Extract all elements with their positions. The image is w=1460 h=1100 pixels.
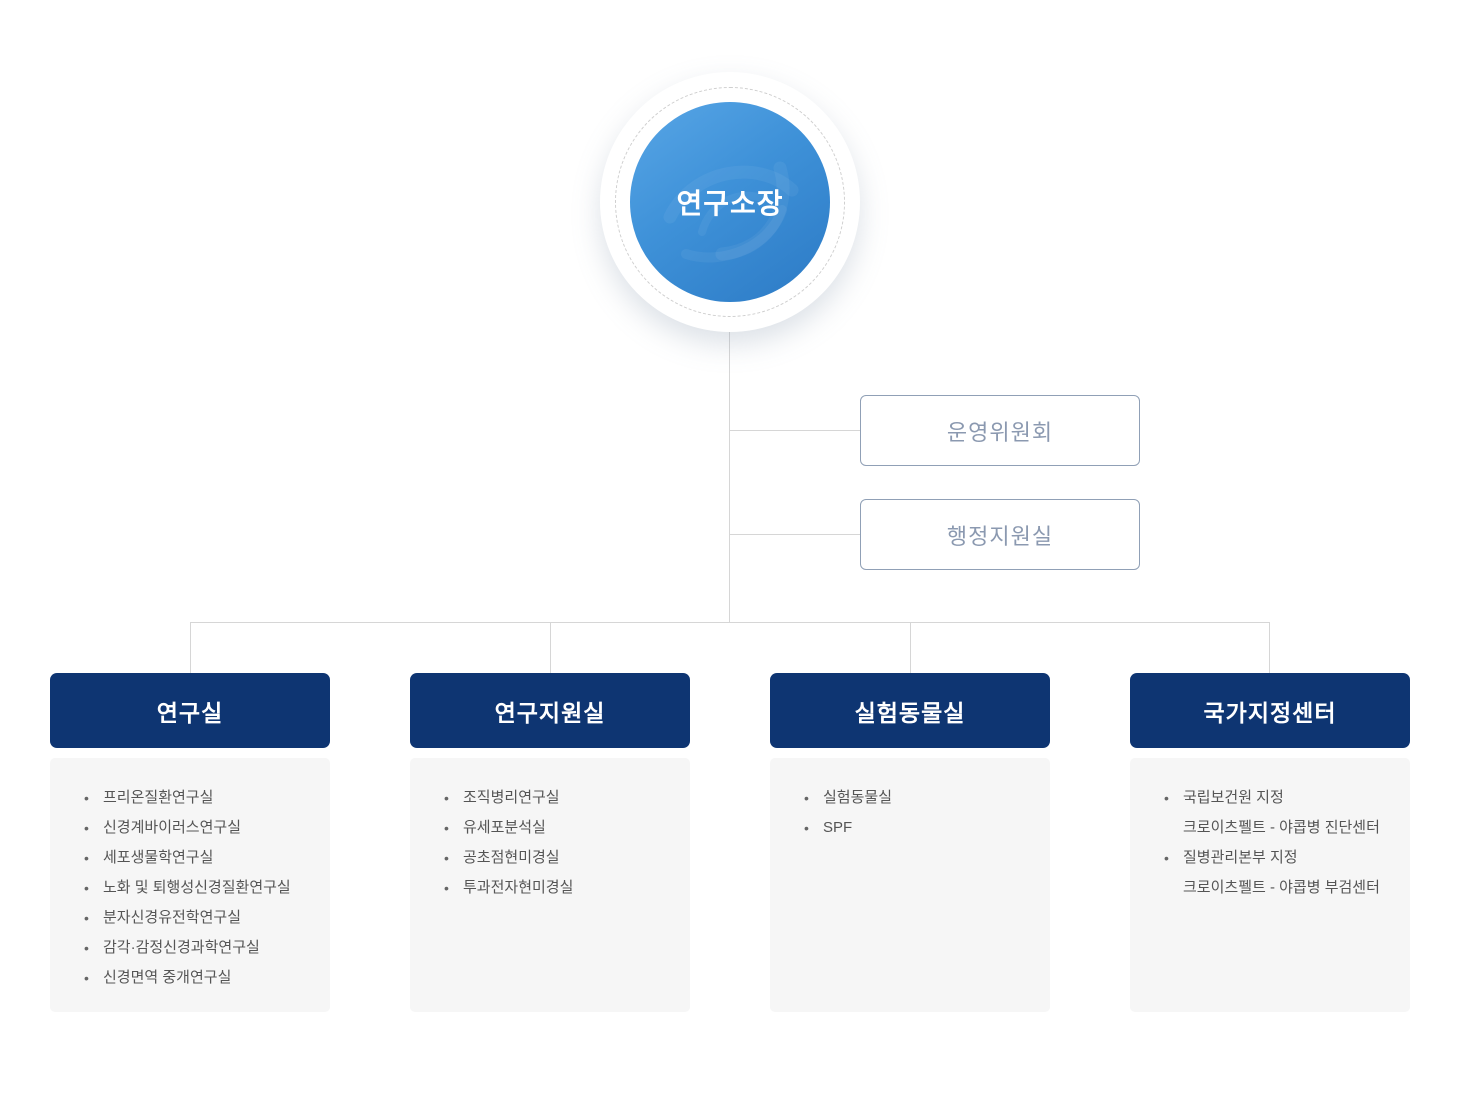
column-list: • 프리온질환연구실 • 신경계바이러스연구실 • 세포생물학연구실 • 노화 및 퇴행성신경…: [50, 758, 330, 993]
connector-line-drop-col4: [1269, 622, 1270, 673]
list-item: • 세포생물학연구실: [84, 843, 314, 873]
list-item-label: 투과전자현미경실: [463, 879, 574, 896]
bullet-icon: •: [444, 850, 449, 866]
list-item: • SPF: [804, 813, 1034, 843]
list-item-label: 노화 및 퇴행성신경질환연구실: [103, 879, 291, 896]
list-item-subline: 크로이츠펠트 - 야콥병 부검센터: [1183, 879, 1380, 896]
list-item-label: 세포생물학연구실: [103, 849, 214, 866]
connector-line-branch-committee: [729, 430, 860, 431]
list-item-label: 질병관리본부 지정: [1183, 849, 1298, 866]
list-item-label: SPF: [823, 819, 853, 836]
connector-line-vertical-main: [729, 331, 730, 622]
column-panel: • 실험동물실 • SPF: [770, 758, 1050, 1012]
bullet-icon: •: [444, 820, 449, 836]
column-header: 국가지정센터: [1130, 673, 1410, 748]
connector-line-drop-col1: [190, 622, 191, 673]
bullet-icon: •: [84, 940, 89, 956]
bullet-icon: •: [84, 970, 89, 986]
list-item: • 조직병리연구실: [444, 783, 674, 813]
committee-box-label: 행정지원실: [946, 523, 1054, 549]
list-item-label: 신경계바이러스연구실: [103, 819, 242, 836]
column-header: 연구지원실: [410, 673, 690, 748]
committee-box-admin-support: 행정지원실: [860, 499, 1140, 570]
list-item: • 신경계바이러스연구실: [84, 813, 314, 843]
director-node: 연구소장: [600, 72, 860, 332]
connector-line-drop-col2: [550, 622, 551, 673]
list-item: • 노화 및 퇴행성신경질환연구실: [84, 873, 314, 903]
list-item-label: 유세포분석실: [463, 819, 546, 836]
dashed-ring: [615, 87, 845, 317]
director-circle: 연구소장: [630, 102, 830, 302]
column-panel: • 조직병리연구실 • 유세포분석실 • 공초점현미경실 • 투과전자현미경실: [410, 758, 690, 1012]
column-header: 실험동물실: [770, 673, 1050, 748]
list-item-label: 프리온질환연구실: [103, 789, 214, 806]
list-item-subline: 크로이츠펠트 - 야콥병 진단센터: [1183, 819, 1380, 836]
list-item: • 투과전자현미경실: [444, 873, 674, 903]
list-item-label: 공초점현미경실: [463, 849, 560, 866]
list-item-label: 분자신경유전학연구실: [103, 909, 242, 926]
bullet-icon: •: [84, 880, 89, 896]
bullet-icon: •: [444, 790, 449, 806]
column-panel: • 프리온질환연구실 • 신경계바이러스연구실 • 세포생물학연구실 • 노화 및 퇴행성신경…: [50, 758, 330, 1012]
list-item-label: 국립보건원 지정: [1183, 789, 1284, 806]
list-item: • 프리온질환연구실: [84, 783, 314, 813]
column-list: • 실험동물실 • SPF: [770, 758, 1050, 843]
list-item: • 신경면역 중개연구실: [84, 963, 314, 993]
org-column-lab-animals: 실험동물실 • 실험동물실 • SPF: [770, 673, 1050, 1012]
column-header: 연구실: [50, 673, 330, 748]
list-item-label: 감각·감정신경과학연구실: [103, 939, 260, 956]
bullet-icon: •: [804, 820, 809, 836]
list-item: • 공초점현미경실: [444, 843, 674, 873]
connector-line-drop-col3: [910, 622, 911, 673]
bullet-icon: •: [804, 790, 809, 806]
swirl-watermark-icon: [663, 161, 799, 263]
connector-line-branch-admin: [729, 534, 860, 535]
bullet-icon: •: [84, 820, 89, 836]
bullet-icon: •: [1164, 850, 1169, 866]
org-column-research-support: 연구지원실 • 조직병리연구실 • 유세포분석실 • 공초점현미경실 • 투과전자현미경실: [410, 673, 690, 1012]
bullet-icon: •: [84, 910, 89, 926]
column-list: • 조직병리연구실 • 유세포분석실 • 공초점현미경실 • 투과전자현미경실: [410, 758, 690, 903]
org-column-research-labs: 연구실 • 프리온질환연구실 • 신경계바이러스연구실 • 세포생물학연구실 • 노화 및 퇴…: [50, 673, 330, 1012]
bullet-icon: •: [444, 880, 449, 896]
committee-box-operating: 운영위원회: [860, 395, 1140, 466]
list-item-label: 조직병리연구실: [463, 789, 560, 806]
committee-box-label: 운영위원회: [946, 419, 1054, 445]
list-item-label: 신경면역 중개연구실: [103, 969, 232, 986]
list-item: • 감각·감정신경과학연구실: [84, 933, 314, 963]
bullet-icon: •: [1164, 790, 1169, 806]
list-item: • 실험동물실: [804, 783, 1034, 813]
director-label: 연구소장: [676, 188, 784, 219]
list-item: • 분자신경유전학연구실: [84, 903, 314, 933]
connector-line-horizontal-main: [190, 622, 1270, 623]
list-item-label: 실험동물실: [823, 789, 893, 806]
list-item: • 유세포분석실: [444, 813, 674, 843]
bullet-icon: •: [84, 850, 89, 866]
bullet-icon: •: [84, 790, 89, 806]
